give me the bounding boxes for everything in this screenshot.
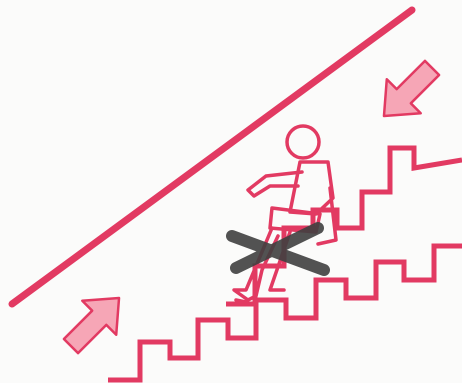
figure-head [287, 126, 319, 158]
handrail-line [12, 10, 412, 304]
seated-person-figure [234, 126, 336, 302]
lower-left-arrow-icon [54, 281, 136, 363]
figure-torso [290, 162, 333, 214]
upper-right-arrow-icon [367, 51, 449, 133]
chair-footrest [236, 300, 246, 302]
